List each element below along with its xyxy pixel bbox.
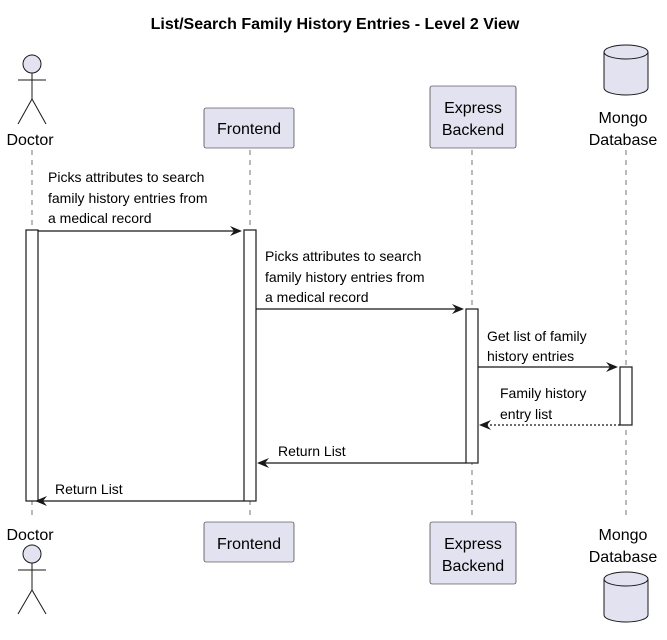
message-frontend-to-doctor: Return List [35,481,244,506]
frontend-activation [243,229,257,502]
database-top: Mongo Database [589,44,658,149]
backend-activation [465,308,479,464]
message-frontend-to-backend: Picks attributes to search family histor… [256,248,464,314]
message-label-line: family history entries from [265,269,424,285]
arrow-head [230,226,242,236]
backend-label-bottom-2: Backend [442,558,504,575]
message-doctor-to-frontend: Picks attributes to search family histor… [38,169,242,236]
message-label-line: a medical record [48,210,152,226]
database-label-top-1: Mongo [599,110,648,127]
frontend-box-top: Frontend [203,107,295,149]
message-database-to-backend: Family history entry list [479,385,620,430]
doctor-label-bottom: Doctor [6,527,54,544]
diagram-title: List/Search Family History Entries - Lev… [151,16,520,33]
actor-icon [22,54,42,74]
database-label-top-2: Database [589,132,658,149]
arrow-head [35,496,47,506]
message-label-line: Picks attributes to search [265,248,421,264]
database-icon [603,571,649,623]
arrow-head [479,420,491,430]
backend-label-bottom-1: Express [444,536,502,553]
frontend-label-bottom: Frontend [217,536,281,553]
doctor-actor-top: Doctor [6,54,54,149]
database-label-bottom-1: Mongo [599,527,648,544]
doctor-activation [25,229,39,502]
message-backend-to-database: Get list of family history entries [478,328,618,372]
arrow-head [257,458,269,468]
database-label-bottom-2: Database [589,549,658,566]
doctor-actor-bottom: Doctor [6,527,54,615]
frontend-label-top: Frontend [217,121,281,138]
backend-label-top-1: Express [444,100,502,117]
actor-icon [22,544,42,564]
message-label-line: Return List [278,443,346,459]
message-label-line: Picks attributes to search [48,169,204,185]
backend-box-top: Express Backend [429,85,517,149]
message-label-line: a medical record [265,289,369,305]
message-label-line: Family history [500,385,586,401]
message-backend-to-frontend: Return List [257,443,466,468]
arrow-head [606,362,618,372]
doctor-label-top: Doctor [6,132,54,149]
message-label-line: family history entries from [48,190,207,206]
message-label-line: history entries [487,348,574,364]
message-label-line: entry list [500,406,552,422]
arrow-head [452,304,464,314]
database-bottom: Mongo Database [589,527,658,623]
backend-box-bottom: Express Backend [429,521,517,585]
message-label-line: Get list of family [487,328,587,344]
frontend-box-bottom: Frontend [203,521,295,563]
database-activation [619,366,633,426]
database-icon [603,44,649,96]
message-label-line: Return List [55,481,123,497]
backend-label-top-2: Backend [442,122,504,139]
